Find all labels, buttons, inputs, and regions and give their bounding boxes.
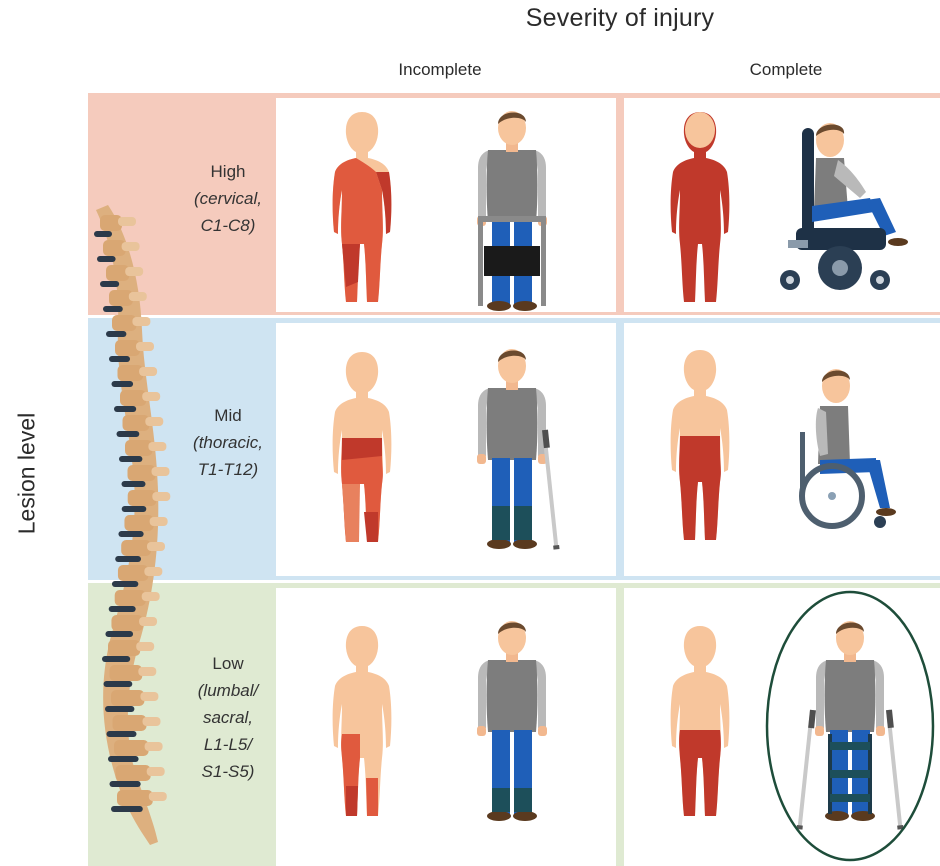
vertebra-process [143,717,161,726]
vertebra-process [152,467,170,476]
vertebra-process [118,217,136,226]
figure-low-incomplete-man [477,621,547,821]
vertebra [123,415,150,431]
vertebra [128,490,157,506]
figure-low-incomplete-woman [333,626,392,816]
vertebra [120,390,146,406]
vertebra [111,615,143,631]
vertebra-process [139,617,157,626]
vertebra-process [152,492,170,501]
figure-mid-incomplete-man-crutch [477,349,561,550]
intervertebral-disc [104,681,133,687]
figure-high-complete-power-wheelchair [780,123,908,290]
figure-mid-incomplete-woman [333,352,392,542]
vertebra-process [136,642,154,651]
intervertebral-disc [106,331,126,337]
vertebra [124,515,153,531]
intervertebral-disc [102,656,130,662]
vertebra-process [125,267,143,276]
intervertebral-disc [107,731,137,737]
vertebra [111,690,144,706]
vertebra [114,740,149,756]
intervertebral-disc [100,281,119,287]
figure-mid-complete-manual-wheelchair [800,369,896,528]
vertebra [116,765,151,781]
vertebra-process [142,392,160,401]
intervertebral-disc [117,431,140,437]
figure-low-complete-man-exoskeleton [796,621,904,830]
figure-high-incomplete-woman [333,112,392,302]
intervertebral-disc [105,631,133,637]
vertebra [117,790,153,806]
vertebra-process [145,417,163,426]
vertebra [108,640,140,656]
intervertebral-disc [118,531,143,537]
figure-mid-complete-woman [671,350,730,540]
intervertebral-disc [119,456,142,462]
vertebra-process [129,292,147,301]
intervertebral-disc [108,756,139,762]
vertebra [113,715,147,731]
intervertebral-disc [112,581,138,587]
intervertebral-disc [122,481,146,487]
intervertebral-disc [112,381,134,387]
vertebra-process [142,592,160,601]
intervertebral-disc [114,406,136,412]
vertebra-process [138,667,156,676]
intervertebral-disc [115,556,141,562]
vertebra [115,590,146,606]
intervertebral-disc [94,231,112,237]
vertebra-process [122,242,140,251]
vertebra [118,565,148,581]
vertebra-process [139,367,157,376]
vertebra [110,665,143,681]
intervertebral-disc [109,356,130,362]
vertebra-process [145,742,163,751]
spine-illustration [94,205,170,845]
intervertebral-disc [111,806,143,812]
vertebra-process [132,317,150,326]
vertebra [125,440,152,456]
figure-high-incomplete-man-walker [477,111,547,311]
vertebra-process [144,567,162,576]
vertebra-process [136,342,154,351]
vertebra-process [149,792,167,801]
vertebra [128,465,156,481]
intervertebral-disc [97,256,116,262]
intervertebral-disc [109,606,136,612]
vertebra-process [148,442,166,451]
intervertebral-disc [105,706,134,712]
vertebra-process [150,517,168,526]
figure-high-complete-woman [671,112,730,302]
vertebra-process [140,692,158,701]
vertebra [121,540,151,556]
vertebra-process [147,542,165,551]
figure-low-complete-woman [671,626,730,816]
intervertebral-disc [110,781,141,787]
intervertebral-disc [122,506,147,512]
intervertebral-disc [103,306,123,312]
vertebra-process [147,767,165,776]
